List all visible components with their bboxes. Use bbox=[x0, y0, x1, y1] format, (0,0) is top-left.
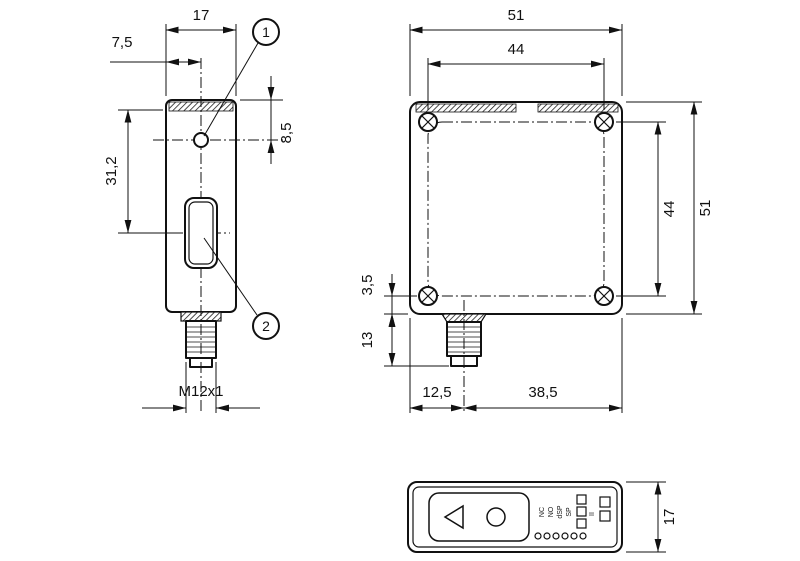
front-body-outline bbox=[409, 101, 623, 315]
indicator-label-dsp: dSP bbox=[557, 505, 564, 519]
side-mounting-hole bbox=[193, 132, 209, 148]
side-dim-hole-offset: 7,5 bbox=[110, 34, 201, 66]
front-top-hatch-right bbox=[537, 103, 619, 113]
bottom-view: NC NO dSP SP II 17 bbox=[407, 481, 678, 553]
front-dim-width: 51 bbox=[409, 7, 623, 96]
side-dim-hole-top: 8,5 bbox=[240, 76, 295, 164]
front-dim-hole-spacing-w: 44 bbox=[427, 41, 605, 110]
front-dim-connector-offset-left-label: 12,5 bbox=[422, 384, 451, 401]
front-dim-bottom-edge-label: 3,5 bbox=[359, 275, 376, 296]
front-dim-hole-spacing-h-label: 44 bbox=[661, 201, 678, 218]
front-hole-centerline-box bbox=[427, 121, 605, 297]
front-dim-height: 51 bbox=[626, 101, 714, 315]
side-dim-height-label: 31,2 bbox=[103, 156, 120, 185]
callout-1-bubble bbox=[252, 18, 280, 46]
teach-arrow-icon bbox=[443, 504, 464, 530]
side-dim-width-label: 17 bbox=[193, 7, 210, 24]
front-dim-connector-offset-left: 12,5 bbox=[409, 318, 464, 413]
callout-2-bubble bbox=[252, 312, 280, 340]
indicator-label-sp: SP bbox=[566, 507, 573, 517]
front-dim-connector-length-label: 13 bbox=[359, 332, 376, 349]
callout-2: 2 bbox=[203, 237, 280, 340]
front-view: 51 44 44 51 3,5 bbox=[359, 7, 714, 414]
side-dim-hole-top-label: 8,5 bbox=[278, 123, 295, 144]
indicator-labels: NC NO dSP SP bbox=[539, 505, 573, 519]
front-dim-hole-spacing-w-label: 44 bbox=[508, 41, 525, 58]
output-label: II bbox=[589, 512, 596, 516]
callout-1: 1 bbox=[203, 18, 280, 137]
side-display-window bbox=[184, 197, 218, 269]
bottom-dim-height: 17 bbox=[626, 481, 678, 553]
side-display-window-inner bbox=[188, 201, 214, 265]
front-dim-connector-offset-right-label: 38,5 bbox=[528, 384, 557, 401]
side-dim-thread: M12x1 bbox=[142, 362, 260, 413]
bottom-dim-height-label: 17 bbox=[661, 509, 678, 526]
callout-2-number: 2 bbox=[262, 318, 270, 334]
side-dim-height: 31,2 bbox=[103, 109, 182, 234]
callout-1-number: 1 bbox=[262, 24, 270, 40]
front-dim-bottom-edge: 3,5 bbox=[359, 274, 417, 336]
bottom-face-inner-outline bbox=[412, 486, 618, 548]
bottom-body-outline bbox=[407, 481, 623, 553]
bottom-button-panel bbox=[428, 492, 530, 542]
pushbutton bbox=[486, 507, 506, 527]
front-dim-width-label: 51 bbox=[508, 7, 525, 24]
front-dim-connector-offset-right: 38,5 bbox=[463, 318, 623, 413]
indicator-label-nc: NC bbox=[539, 507, 546, 517]
side-dim-thread-label: M12x1 bbox=[178, 383, 223, 400]
front-dim-height-label: 51 bbox=[697, 200, 714, 217]
output-leds bbox=[599, 496, 611, 522]
front-dim-hole-spacing-h: 44 bbox=[616, 121, 678, 297]
indicator-label-no: NO bbox=[548, 506, 555, 517]
front-top-hatch-left bbox=[415, 103, 517, 113]
side-view: 17 7,5 31,2 8,5 M12x1 bbox=[103, 7, 295, 414]
side-dim-hole-offset-label: 7,5 bbox=[112, 34, 133, 51]
front-screw-holes bbox=[418, 112, 614, 306]
front-dim-connector-length: 13 bbox=[359, 313, 449, 367]
indicator-leds bbox=[534, 494, 587, 540]
